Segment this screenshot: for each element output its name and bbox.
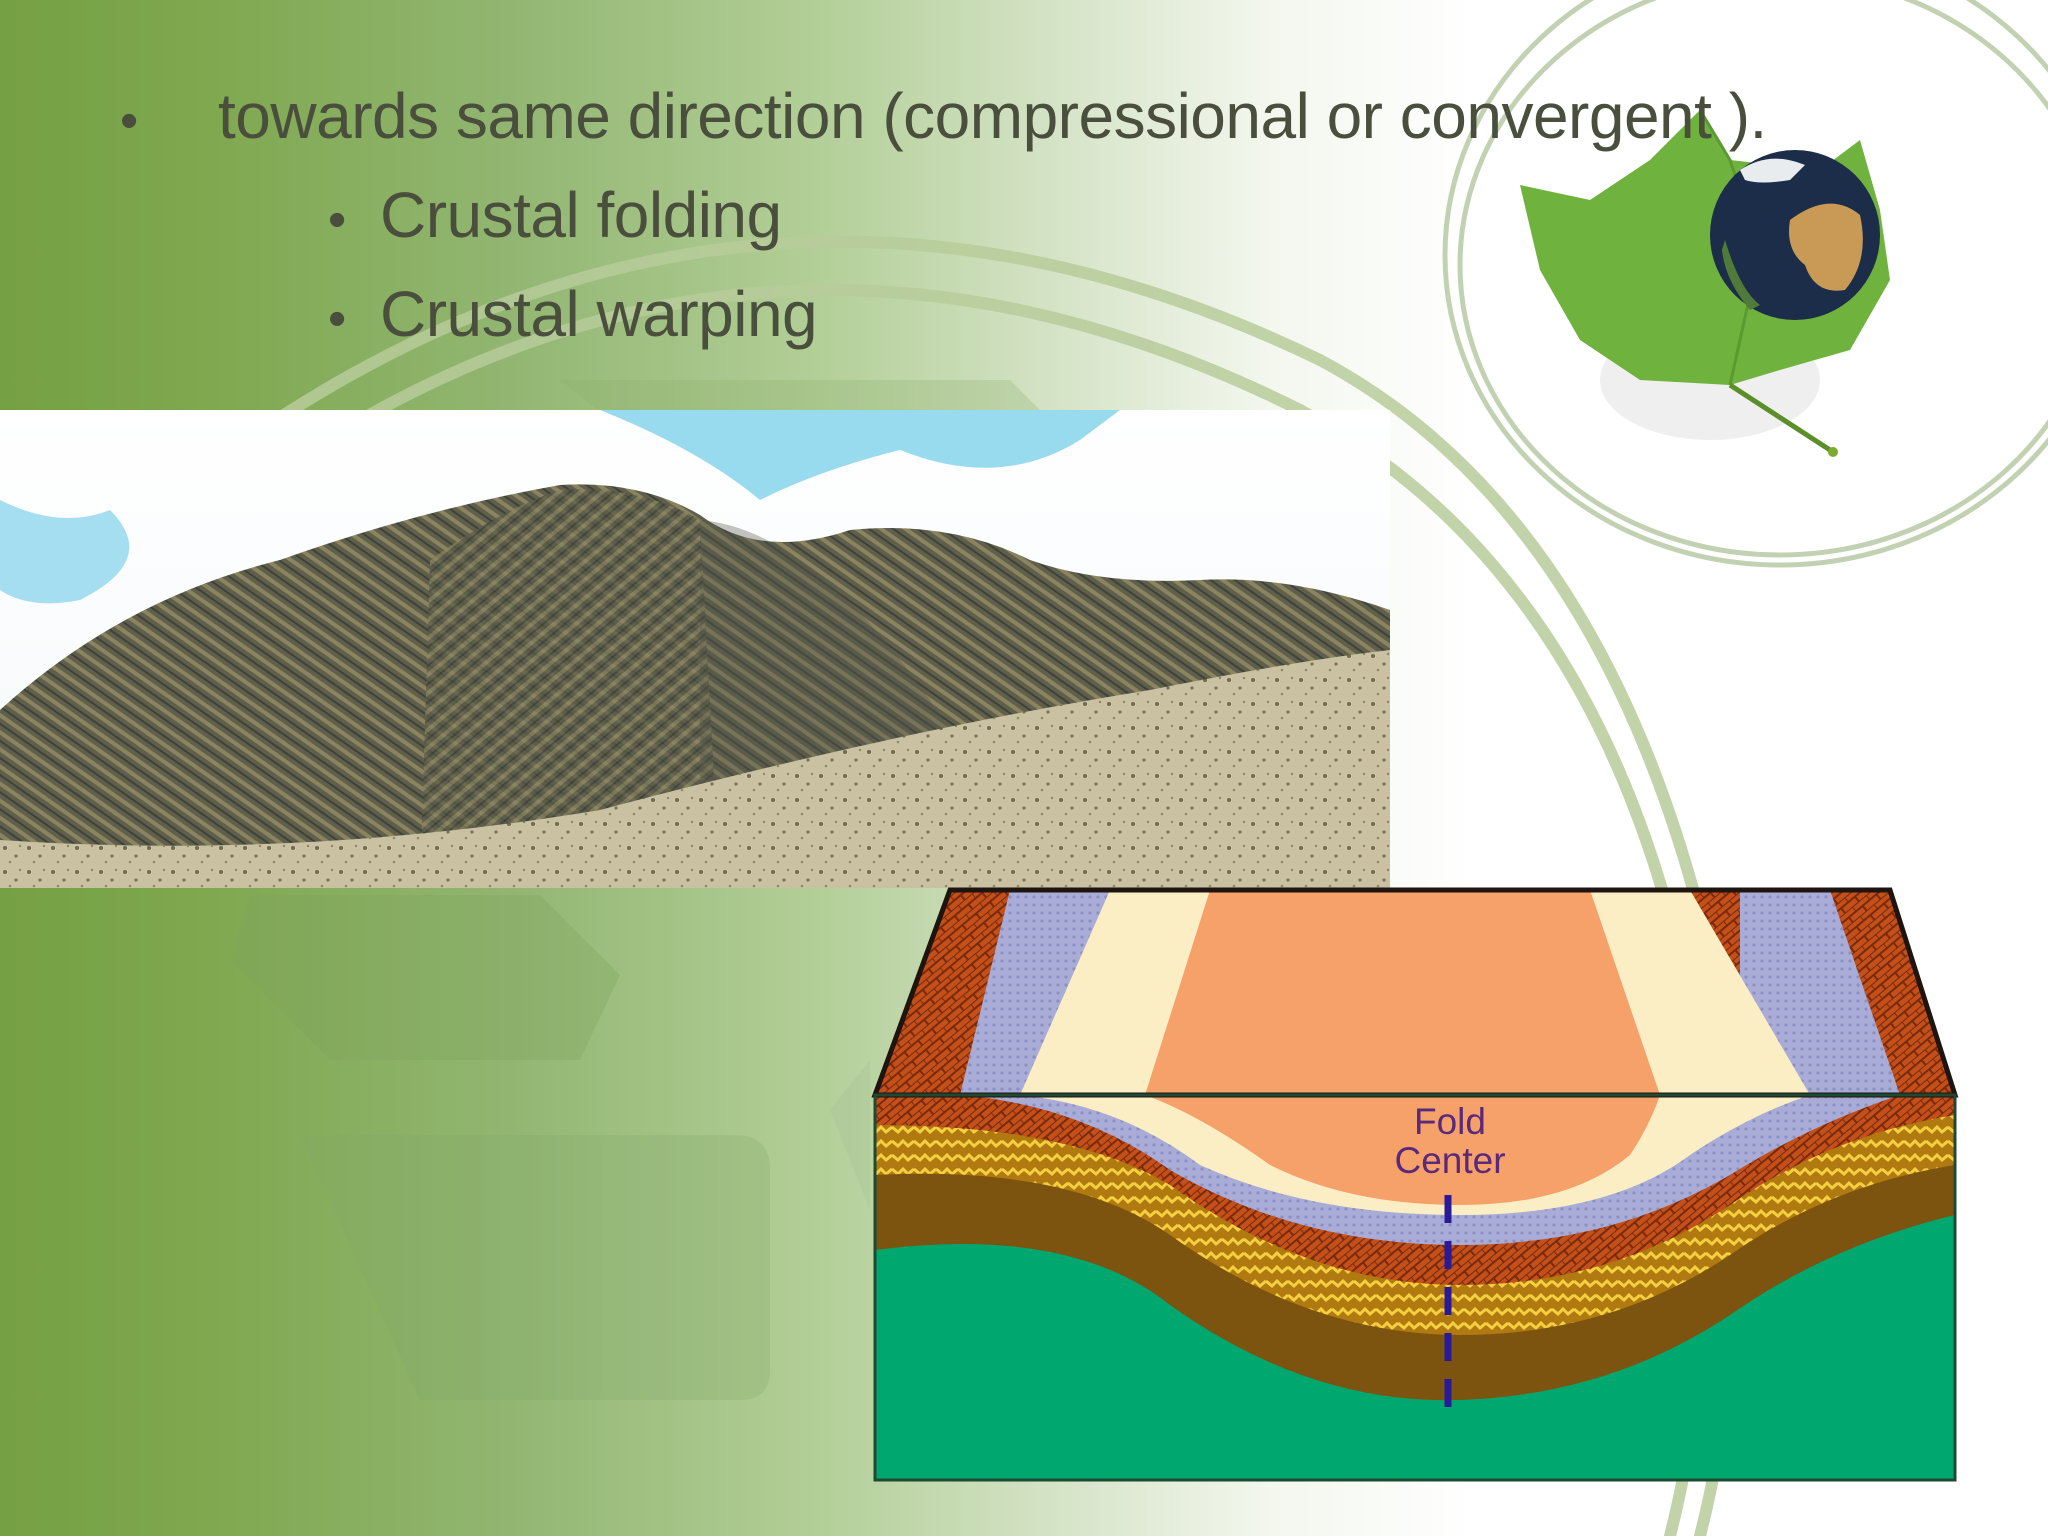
fold-label-line1: Fold (1414, 1101, 1486, 1142)
bullet-text: towards same direction (compressional or… (218, 80, 1767, 152)
folded-mountain-photo (0, 410, 1390, 888)
bullet-item-level2: • Crustal folding (328, 183, 782, 247)
recycle-watermark-icon (230, 380, 1050, 1400)
fold-block-diagram (871, 887, 1959, 1482)
earth-on-leaf-icon (1520, 109, 1890, 457)
bullet-marker: • (120, 92, 139, 150)
fold-label-line2: Center (1394, 1139, 1506, 1181)
fold-center-label: Fold Center (1370, 1101, 1530, 1181)
bullet-marker: • (328, 191, 347, 249)
fold-center-diagram: Fold Center (870, 885, 1962, 1485)
bullet-text: Crustal warping (380, 278, 818, 350)
bullet-item-level1: • towards same direction (compressional … (120, 84, 1767, 148)
bullet-text: Crustal folding (380, 179, 782, 251)
bullet-item-level2: • Crustal warping (328, 278, 818, 350)
bullet-marker: • (328, 290, 347, 348)
